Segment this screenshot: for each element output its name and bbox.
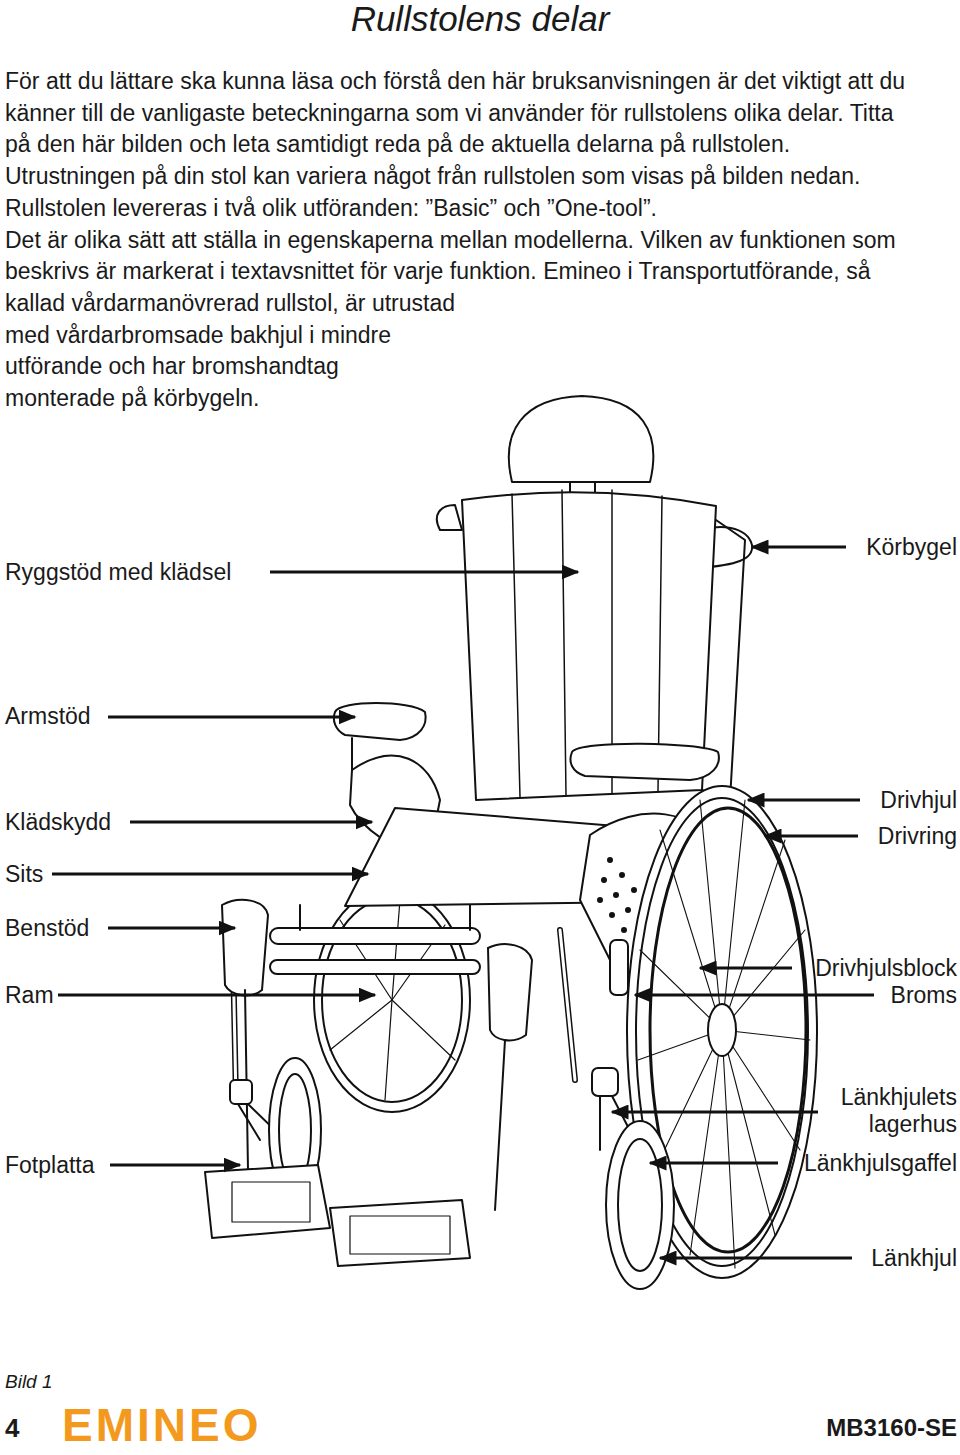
leader-arrows xyxy=(52,547,874,1258)
part-label: Körbygel xyxy=(866,533,957,561)
intro-paragraph: För att du lättare ska kunna läsa och fö… xyxy=(5,66,917,161)
part-label: Fotplatta xyxy=(5,1151,95,1179)
part-label: Klädskydd xyxy=(5,808,111,836)
part-label: Drivring xyxy=(878,822,957,850)
intro-text: För att du lättare ska kunna läsa och fö… xyxy=(5,66,917,488)
page-number: 4 xyxy=(5,1414,19,1442)
intro-paragraph: Utrustningen på din stol kan variera någ… xyxy=(5,161,917,224)
part-label: Länkhjulets lagerhus xyxy=(807,1084,957,1138)
part-label: Broms xyxy=(891,981,957,1009)
document-code: MB3160-SE xyxy=(826,1414,957,1442)
part-label: Länkhjulsgaffel xyxy=(804,1149,957,1177)
brand-logo: EMINEO xyxy=(62,1400,261,1450)
part-label: Armstöd xyxy=(5,702,91,730)
part-label: Drivhjul xyxy=(880,786,957,814)
part-label: Länkhjul xyxy=(871,1244,957,1272)
figure-caption: Bild 1 xyxy=(5,1368,53,1396)
part-label: Ram xyxy=(5,981,54,1009)
part-label: Drivhjulsblock xyxy=(815,954,957,982)
part-label: Sits xyxy=(5,860,43,888)
part-label: Benstöd xyxy=(5,914,89,942)
intro-paragraph: Det är olika sätt att ställa in egenskap… xyxy=(5,225,917,415)
page-title: Rullstolens delar xyxy=(0,0,960,40)
part-label: Ryggstöd med klädsel xyxy=(5,558,231,586)
